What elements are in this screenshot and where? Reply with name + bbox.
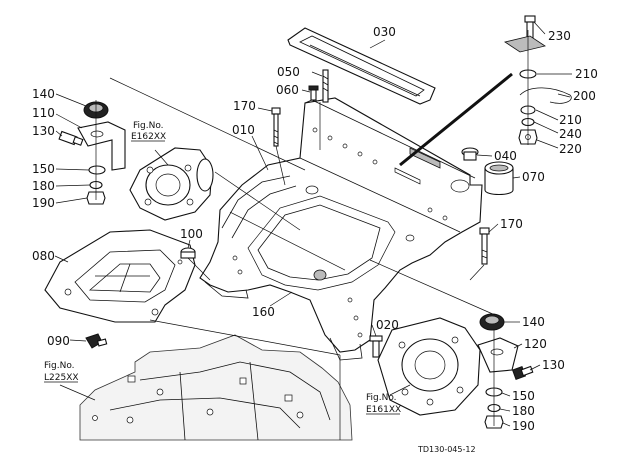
label-090: 090 (47, 334, 70, 348)
bracket-plate (504, 35, 546, 53)
label-080: 080 (32, 249, 55, 263)
top-cover-plate (287, 27, 436, 105)
cup-070 (484, 161, 514, 196)
label-190-left: 190 (32, 196, 55, 210)
bracket-120-right (477, 337, 519, 373)
label-190-right: 190 (512, 419, 535, 433)
bolt-170-right (479, 227, 490, 265)
clamp-200 (519, 87, 572, 104)
label-150-left: 150 (32, 162, 55, 176)
label-020: 020 (376, 318, 399, 332)
transmission-housing-background (79, 334, 353, 441)
label-160: 160 (252, 305, 275, 319)
label-200: 200 (573, 89, 596, 103)
label-060: 060 (276, 83, 299, 97)
label-240: 240 (559, 127, 582, 141)
label-210-upper: 210 (575, 67, 598, 81)
bolt-090 (85, 333, 108, 349)
fig-ref-e162-label: Fig.No. (133, 121, 164, 131)
bolt-060 (308, 85, 319, 101)
rubber-mount-100 (180, 247, 196, 259)
fig-ref-e162-value: E162XX (131, 132, 166, 142)
label-130-left: 130 (32, 124, 55, 138)
fig-ref-e161-value: E161XX (366, 405, 401, 415)
label-150-right: 150 (512, 389, 535, 403)
label-210-lower: 210 (559, 113, 582, 127)
axle-housing-left (129, 147, 214, 221)
label-100: 100 (180, 227, 203, 241)
label-170-right: 170 (500, 217, 523, 231)
bolt-170-left (271, 107, 281, 147)
part-labels: 230 030 210 200 050 060 210 240 220 140 … (32, 25, 598, 433)
label-030: 030 (373, 25, 396, 39)
label-220: 220 (559, 142, 582, 156)
guide-lines (95, 30, 529, 440)
fig-ref-l225-value: L225XX (44, 373, 79, 383)
label-170-left: 170 (233, 99, 256, 113)
label-230: 230 (548, 29, 571, 43)
cap-040 (461, 147, 479, 161)
label-110: 110 (32, 106, 55, 120)
damper-140-right (479, 313, 505, 331)
label-120: 120 (524, 337, 547, 351)
washer-150-left (88, 165, 106, 175)
drawing-code: TD130-045-12 (417, 445, 476, 454)
label-140-right: 140 (522, 315, 545, 329)
fig-ref-l225-label: Fig.No. (44, 361, 75, 371)
label-050: 050 (277, 65, 300, 79)
leader-lines (54, 21, 572, 427)
label-010: 010 (232, 123, 255, 137)
label-140-left: 140 (32, 87, 55, 101)
label-180-left: 180 (32, 179, 55, 193)
figure-references: Fig.No. E162XX Fig.No. L225XX Fig.No. E1… (44, 121, 401, 415)
label-130-right: 130 (542, 358, 565, 372)
bolt-020 (369, 335, 383, 358)
label-070: 070 (522, 170, 545, 184)
axle-housing-right (377, 317, 481, 416)
fig-ref-e161-label: Fig.No. (366, 393, 397, 403)
bracket-110-left (77, 121, 126, 171)
bolt-130-right (511, 365, 534, 381)
bolt-130-left (58, 130, 84, 146)
connecting-rod (399, 72, 513, 167)
label-180-right: 180 (512, 404, 535, 418)
label-040: 040 (494, 149, 517, 163)
seat-plate (44, 229, 196, 323)
stud-bolt-050 (322, 69, 329, 103)
